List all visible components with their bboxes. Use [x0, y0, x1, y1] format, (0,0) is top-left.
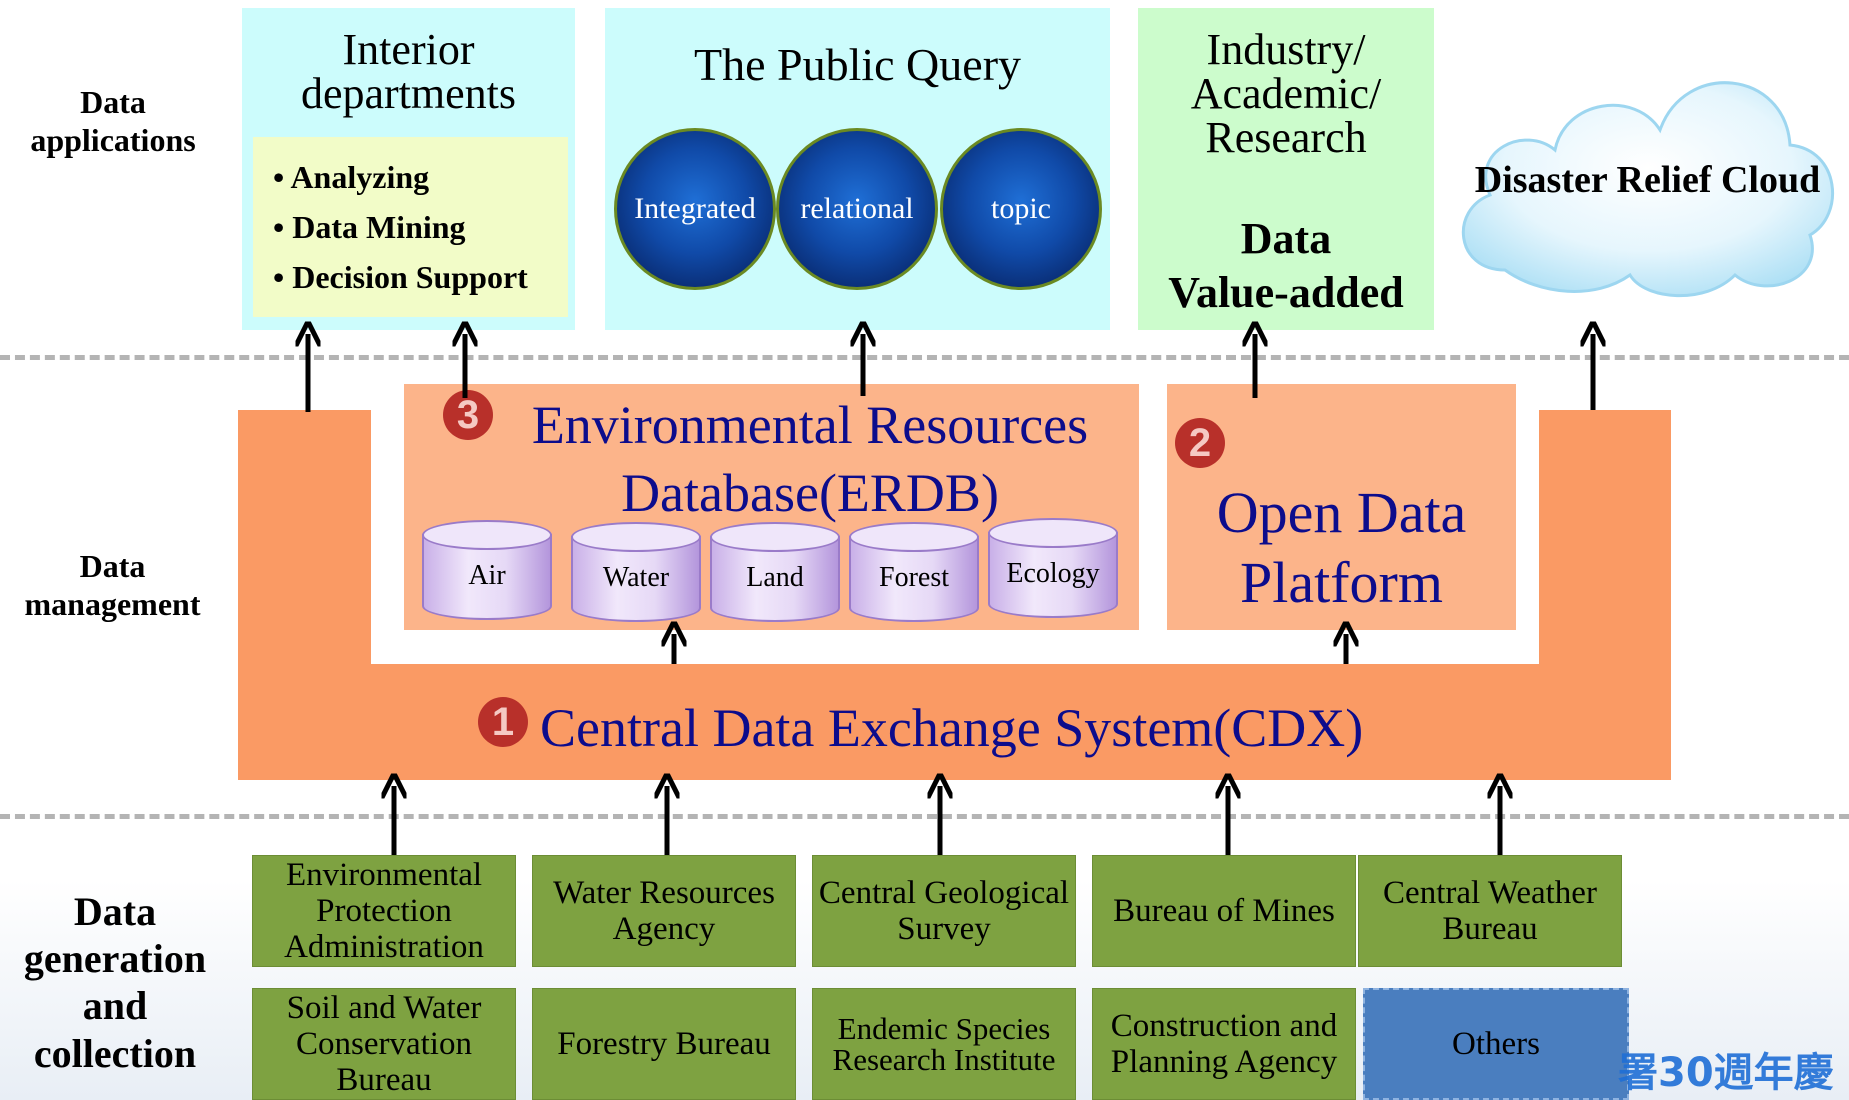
value-added-label: Data Value-added — [1138, 212, 1434, 319]
feature-data-mining-label: Data Mining — [292, 209, 466, 245]
open-data-title: Open Data Platform — [1167, 478, 1516, 617]
agency-bureau-of-mines: Bureau of Mines — [1092, 855, 1356, 967]
agency-epa: Environmental Protection Administration — [252, 855, 516, 967]
separator-bottom — [0, 814, 1849, 819]
row-label-generation: Data generation and collection — [23, 889, 207, 1076]
erdb-title: Environmental Resources Database(ERDB) — [500, 392, 1120, 527]
erdb-title-line-1: Environmental Resources — [531, 395, 1089, 455]
feature-decision-support-label: Decision Support — [292, 259, 528, 295]
agency-construction-planning: Construction and Planning Agency — [1092, 988, 1356, 1100]
open-data-title-line-2: Platform — [1240, 549, 1443, 615]
database-land-label: Land — [746, 562, 804, 593]
separator-top — [0, 355, 1849, 360]
open-data-title-line-1: Open Data — [1216, 480, 1467, 545]
cloud-label: Disaster Relief Cloud — [1474, 159, 1821, 201]
industry-title-line-3: Research — [1205, 113, 1367, 162]
agency-endemic-species: Endemic Species Research Institute — [812, 988, 1076, 1100]
industry-title-line-1: Industry/ — [1206, 25, 1366, 74]
row-label-management: Data management — [24, 548, 201, 623]
interior-features-list: • Analyzing • Data Mining • Decision Sup… — [253, 137, 568, 317]
sphere-topic-label: topic — [991, 192, 1051, 225]
industry-title-line-2: Academic/ — [1190, 69, 1382, 118]
database-forest-icon: Forest — [849, 522, 979, 622]
agency-water-resources: Water Resources Agency — [532, 855, 796, 967]
feature-analyzing: • Analyzing — [273, 159, 430, 195]
cdx-title: Central Data Exchange System(CDX) — [540, 698, 1364, 758]
sphere-integrated: Integrated — [614, 128, 776, 290]
cdx-box — [238, 664, 1671, 780]
database-water-label: Water — [602, 562, 670, 593]
feature-analyzing-label: Analyzing — [290, 159, 430, 195]
value-added-line-1: Data — [1240, 214, 1332, 263]
database-forest-label: Forest — [879, 562, 949, 593]
database-land-icon: Land — [710, 522, 840, 622]
open-data-number-badge: 2 — [1175, 418, 1225, 468]
value-added-line-2: Value-added — [1168, 267, 1404, 317]
interior-departments-box: Interior departments • Analyzing • Data … — [242, 8, 575, 330]
cloud-icon — [1461, 81, 1834, 298]
agency-others: Others — [1363, 988, 1629, 1100]
erdb-title-line-2: Database(ERDB) — [621, 462, 999, 523]
interior-departments-title: Interior departments — [300, 25, 517, 118]
database-ecology-icon: Ecology — [988, 518, 1118, 618]
industry-box: Industry/ Academic/ Research Data Value-… — [1138, 8, 1434, 330]
sphere-relational: relational — [776, 128, 938, 290]
watermark-text: 署30週年慶 — [1618, 1050, 1834, 1096]
cdx-left-wing — [238, 410, 371, 666]
feature-decision-support: • Decision Support — [273, 259, 528, 295]
industry-title: Industry/ Academic/ Research — [1138, 28, 1434, 160]
agency-soil-water: Soil and Water Conservation Bureau — [252, 988, 516, 1100]
sphere-relational-label: relational — [800, 192, 914, 225]
agency-weather-bureau: Central Weather Bureau — [1358, 855, 1622, 967]
sphere-integrated-label: Integrated — [634, 192, 756, 225]
erdb-number-badge: 3 — [443, 390, 493, 440]
public-query-title: The Public Query — [693, 39, 1022, 90]
sphere-topic: topic — [940, 128, 1102, 290]
agency-forestry: Forestry Bureau — [532, 988, 796, 1100]
database-ecology-label: Ecology — [1006, 558, 1100, 589]
database-air-icon: Air — [422, 520, 552, 620]
cdx-right-wing — [1539, 410, 1671, 666]
row-label-applications: Data applications — [30, 84, 196, 159]
feature-data-mining: • Data Mining — [273, 209, 466, 245]
cdx-number-badge: 1 — [478, 697, 528, 747]
database-air-label: Air — [468, 560, 506, 591]
agency-geological-survey: Central Geological Survey — [812, 855, 1076, 967]
open-data-box — [1167, 384, 1516, 630]
database-water-icon: Water — [571, 522, 701, 622]
